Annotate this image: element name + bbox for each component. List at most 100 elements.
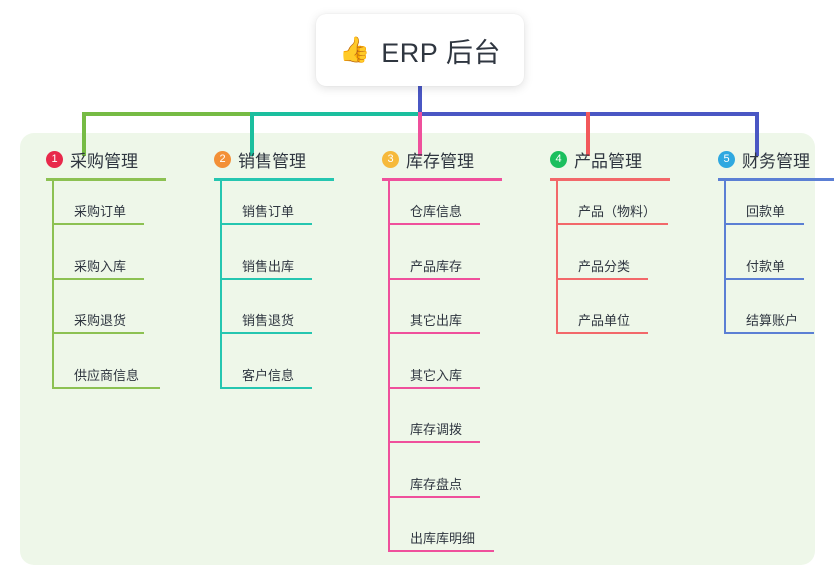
thumbs-up-icon: 👍 [339, 35, 371, 64]
leaf-node[interactable]: 库存盘点 [388, 468, 480, 498]
leaf-node-rule [724, 332, 814, 334]
drop-1 [82, 112, 86, 156]
leaf-node-rule [52, 332, 144, 334]
leaf-node[interactable]: 产品库存 [388, 250, 480, 280]
column-header-purchase[interactable]: 1 采购管理 [28, 146, 138, 172]
leaf-node-label: 产品（物料） [578, 204, 657, 219]
leaf-node-label: 销售订单 [242, 204, 295, 219]
leaf-node[interactable]: 采购入库 [52, 250, 144, 280]
column-spine [220, 178, 222, 389]
column-rule [550, 178, 670, 181]
column-product: 4 产品管理产品（物料） 产品分类产品单位 [532, 146, 670, 334]
leaf-node-label: 结算账户 [746, 313, 799, 328]
leaf-node-label: 客户信息 [242, 367, 295, 383]
leaf-node-rule [52, 223, 144, 225]
leaf-node-label: 采购入库 [74, 258, 127, 274]
leaf-node-label: 采购订单 [74, 204, 127, 219]
leaf-node-rule [220, 332, 312, 334]
column-rule [214, 178, 334, 181]
leaf-node-label: 回款单 [746, 204, 786, 219]
root-title: ERP 后台 [381, 37, 501, 68]
column-title: 销售管理 [238, 151, 306, 171]
column-number-badge: 1 [46, 150, 63, 168]
column-inventory: 3 库存管理仓库信息产品库存其它出库其它入库库存调拨库存盘点出库库明细 [364, 146, 502, 552]
leaf-node-label: 采购退货 [74, 313, 127, 328]
leaf-node-rule [220, 386, 312, 389]
leaf-node[interactable]: 销售订单 [220, 195, 312, 225]
bus-green [82, 112, 250, 116]
leaf-node[interactable]: 采购退货 [52, 304, 144, 334]
column-rule [382, 178, 502, 181]
leaf-node-label: 产品库存 [410, 258, 463, 274]
leaf-node[interactable]: 库存调拨 [388, 413, 480, 443]
root-stem [418, 84, 422, 116]
column-title: 采购管理 [70, 151, 138, 171]
leaf-node[interactable]: 结算账户 [724, 304, 814, 334]
drop-5 [755, 112, 759, 156]
column-spine [724, 178, 726, 334]
leaf-node-rule [388, 332, 480, 334]
leaf-node-label: 产品单位 [578, 313, 631, 328]
leaf-node-rule [388, 495, 480, 498]
column-title: 库存管理 [406, 151, 474, 171]
leaf-node[interactable]: 采购订单 [52, 195, 144, 225]
leaf-node-label: 仓库信息 [410, 204, 463, 219]
leaf-node-rule [220, 277, 312, 280]
leaf-node[interactable]: 销售出库 [220, 250, 312, 280]
leaf-node[interactable]: 产品（物料） [556, 195, 668, 225]
leaf-node-rule [556, 277, 648, 280]
column-header-finance[interactable]: 5 财务管理 [700, 146, 810, 172]
column-finance: 5 财务管理回款单付款单结算账户 [700, 146, 834, 334]
column-header-product[interactable]: 4 产品管理 [532, 146, 642, 172]
root-node[interactable]: 👍 ERP 后台 [316, 14, 524, 86]
column-header-inventory[interactable]: 3 库存管理 [364, 146, 474, 172]
leaf-node-label: 付款单 [746, 258, 786, 274]
leaf-node-rule [388, 441, 480, 443]
column-number-badge: 5 [718, 150, 735, 168]
leaf-node[interactable]: 仓库信息 [388, 195, 480, 225]
drop-4 [586, 112, 590, 156]
leaf-node[interactable]: 产品单位 [556, 304, 648, 334]
leaf-node[interactable]: 回款单 [724, 195, 804, 225]
leaf-node-label: 销售出库 [242, 258, 295, 274]
content-panel [20, 133, 815, 565]
column-purchase: 1 采购管理采购订单采购入库采购退货供应商信息 [28, 146, 166, 389]
drop-3 [418, 112, 422, 156]
leaf-node-rule [724, 277, 804, 280]
leaf-node-rule [556, 223, 668, 225]
leaf-node-label: 产品分类 [578, 258, 631, 274]
leaf-node[interactable]: 付款单 [724, 250, 804, 280]
column-spine [52, 178, 54, 389]
column-spine [556, 178, 558, 334]
column-rule [46, 178, 166, 181]
leaf-node[interactable]: 供应商信息 [52, 359, 160, 389]
column-title: 财务管理 [742, 151, 810, 171]
leaf-node-rule [388, 386, 480, 389]
leaf-node[interactable]: 其它入库 [388, 359, 480, 389]
column-spine [388, 178, 390, 552]
leaf-node-rule [388, 223, 480, 225]
leaf-node-label: 其它入库 [410, 367, 463, 383]
leaf-node[interactable]: 客户信息 [220, 359, 312, 389]
bus-teal [250, 112, 418, 116]
leaf-node[interactable]: 其它出库 [388, 304, 480, 334]
column-rule [718, 178, 834, 181]
leaf-node-rule [220, 223, 312, 225]
leaf-node-label: 其它出库 [410, 313, 463, 328]
leaf-node-label: 出库库明细 [410, 531, 476, 546]
leaf-node-rule [52, 277, 144, 280]
leaf-node[interactable]: 销售退货 [220, 304, 312, 334]
leaf-node[interactable]: 产品分类 [556, 250, 648, 280]
leaf-node[interactable]: 出库库明细 [388, 522, 494, 552]
leaf-node-rule [388, 277, 480, 280]
drop-2 [250, 112, 254, 156]
leaf-node-label: 销售退货 [242, 313, 295, 328]
leaf-node-rule [556, 332, 648, 334]
column-number-badge: 4 [550, 150, 567, 168]
column-title: 产品管理 [574, 151, 642, 171]
column-number-badge: 3 [382, 150, 399, 168]
leaf-node-rule [724, 223, 804, 225]
